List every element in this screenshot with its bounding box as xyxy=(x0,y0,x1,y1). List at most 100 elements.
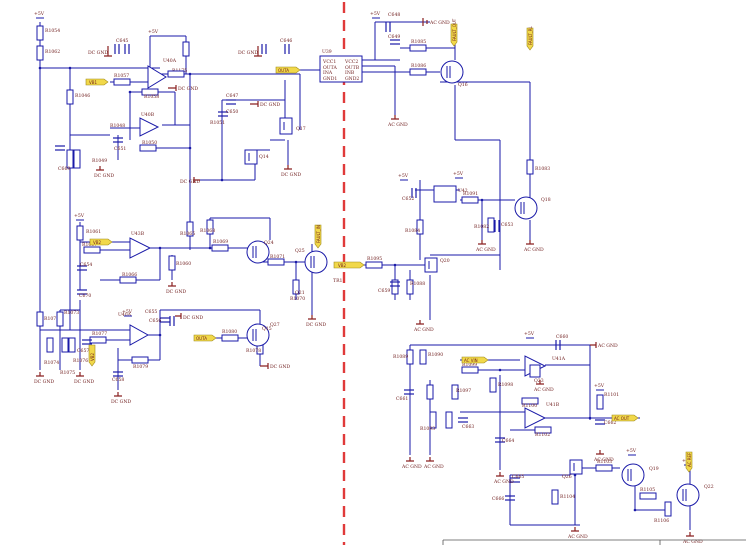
label-r1051: R1051 xyxy=(210,120,225,126)
right-wiring xyxy=(350,21,691,530)
resistor-r1102 xyxy=(534,426,552,434)
label-c669: C669 xyxy=(58,166,70,172)
label-r1090: R1090 xyxy=(428,352,443,358)
capacitor-c660 xyxy=(555,340,561,350)
mosfet-q22 xyxy=(676,483,700,507)
label-q17: Q17 xyxy=(296,126,306,132)
label-r1074: R1074 xyxy=(44,360,59,366)
ground-ac9: AC GND xyxy=(493,479,514,485)
label-r1072: R1072 xyxy=(44,316,59,322)
label-r1103: R1103 xyxy=(597,459,612,465)
capacitor-c657 xyxy=(82,339,92,345)
net-label-vb1: VB1 xyxy=(85,78,109,86)
label-r1098: R1098 xyxy=(498,382,513,388)
resistor-r1075 xyxy=(61,337,69,353)
label-r1068: R1068 xyxy=(200,228,215,234)
label-c651: C651 xyxy=(114,146,126,152)
resistor-r1049 xyxy=(73,149,81,169)
resistor-r1074 xyxy=(46,337,54,353)
isolator-ic-u39 xyxy=(319,55,363,83)
capacitor-c656 xyxy=(160,317,170,323)
label-r1091: R1091 xyxy=(463,191,478,197)
label-r1058: R1058 xyxy=(144,94,159,100)
capacitor-c654 xyxy=(77,265,87,271)
label-c647: C647 xyxy=(226,93,238,99)
ground-ac2: AC GND xyxy=(387,122,408,128)
resistor-r1091 xyxy=(461,196,479,204)
label-q27: Q27 xyxy=(270,322,280,328)
transistor-q17 xyxy=(279,117,293,135)
label-q21: Q21 xyxy=(295,290,305,296)
label-c650: C650 xyxy=(226,109,238,115)
resistor-r1061 xyxy=(76,225,84,241)
ground-symbols xyxy=(36,18,694,537)
label-r1102: R1102 xyxy=(535,432,550,438)
resistor-r1082 xyxy=(487,217,495,233)
label-r1061: R1061 xyxy=(86,229,101,235)
label-r1046: R1046 xyxy=(75,93,90,99)
label-r1054: R1054 xyxy=(45,28,60,34)
label-u41b: U41B xyxy=(546,402,560,408)
ground-dc12: DC GND xyxy=(270,364,290,370)
resistor-r1054 xyxy=(36,25,44,41)
power-p5: +5V xyxy=(122,309,133,315)
resistor-r1092 xyxy=(426,384,434,400)
resistor-r1105 xyxy=(639,492,657,500)
resistor-r1099 xyxy=(461,366,479,374)
power-p10: +5V xyxy=(626,448,637,454)
resistor-r1101 xyxy=(596,394,604,410)
net-label-ac-ref: AC REF xyxy=(685,451,693,473)
label-u41a: U41A xyxy=(552,356,566,362)
label-r1048: R1048 xyxy=(110,123,125,129)
resistor-r1066 xyxy=(119,276,137,284)
resistor-r1084 xyxy=(416,219,424,235)
resistor-r1062 xyxy=(36,45,44,61)
label-c645: C645 xyxy=(116,38,128,44)
ground-dc5: DC GND xyxy=(281,172,301,178)
ground-ac7: AC GND xyxy=(401,464,422,470)
resistor-r1085 xyxy=(409,44,427,52)
label-c655: C655 xyxy=(145,309,157,315)
label-c663: C663 xyxy=(462,424,474,430)
label-c646: C646 xyxy=(280,38,292,44)
capacitor-c650 xyxy=(218,111,228,117)
ground-ac1: AC GND xyxy=(429,20,450,26)
label-r1066: R1066 xyxy=(122,272,137,278)
resistor-r1071 xyxy=(267,258,285,266)
ground-dc1: DC GND xyxy=(88,50,108,56)
net-text-vb2-right: VB2 xyxy=(338,263,346,268)
net-text-fault-out: FAULT_OUT xyxy=(452,18,457,41)
transistor-q26 xyxy=(569,459,583,475)
resistor-r1080 xyxy=(221,334,239,342)
label-q20: Q20 xyxy=(440,258,450,264)
capacitor-c647 xyxy=(226,99,236,105)
opamp-u43b xyxy=(129,237,152,259)
label-r1093: R1093 xyxy=(420,426,435,432)
net-label-ac-vin: AC VIN xyxy=(461,356,489,364)
resistor-r1089 xyxy=(406,349,414,365)
label-r1106: R1106 xyxy=(654,518,669,524)
ground-dc13: DC GND xyxy=(34,379,54,385)
label-q14: Q14 xyxy=(259,154,269,160)
label-r1049: R1049 xyxy=(92,158,107,164)
net-label-vb2-mid: VB2 xyxy=(89,238,113,246)
opamp-u40b xyxy=(139,117,160,137)
junction-dots xyxy=(38,66,637,512)
power-p3: +5V xyxy=(370,11,381,17)
optocoupler-u42 xyxy=(433,185,457,203)
label-r1067: R1067 xyxy=(82,242,97,248)
ground-ac3: AC GND xyxy=(475,247,496,253)
net-text-vb2-bottom: VB2 xyxy=(90,353,95,361)
label-c652: C652 xyxy=(402,196,414,202)
label-r1069: R1069 xyxy=(213,239,228,245)
label-r1089: R1089 xyxy=(393,354,408,360)
resistor-r1106 xyxy=(664,501,672,517)
label-r1078: R1078 xyxy=(246,348,261,354)
label-c660: C660 xyxy=(556,334,568,340)
label-r1071: R1071 xyxy=(270,254,285,260)
label-c656: C656 xyxy=(149,318,161,324)
label-r1057: R1057 xyxy=(114,73,129,79)
label-r1100: R1100 xyxy=(522,403,537,409)
label-u40a-top: U40A xyxy=(163,58,177,64)
